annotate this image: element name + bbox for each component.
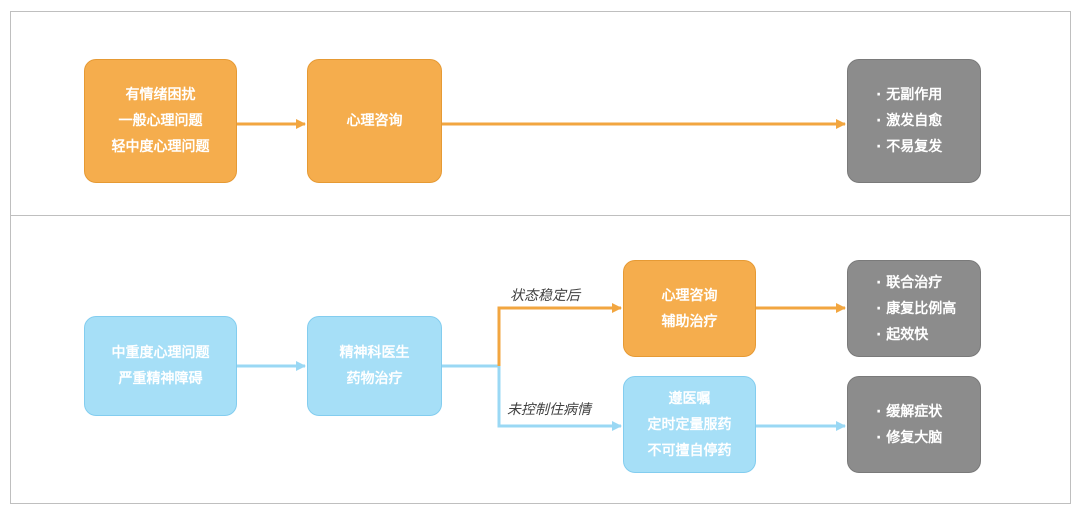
adjunct-counseling-line: 辅助治疗 <box>661 313 718 330</box>
adjunct-counseling-box: 心理咨询 辅助治疗 <box>623 260 756 357</box>
top-source-line: 有情绪困扰 <box>125 87 196 103</box>
top-outcome-box: · 无副作用 · 激发自愈 · 不易复发 <box>847 59 981 183</box>
upper-outcome-bullet: · 起效快 <box>876 326 929 343</box>
upper-outcome-box: · 联合治疗 · 康复比例高 · 起效快 <box>847 260 981 357</box>
medication-box: 遵医嘱 定时定量服药 不可擅自停药 <box>623 376 756 473</box>
bottom-source-box: 中重度心理问题 严重精神障碍 <box>84 316 237 416</box>
psychiatrist-line: 药物治疗 <box>346 371 403 387</box>
medication-line: 定时定量服药 <box>647 416 732 433</box>
psychiatrist-line: 精神科医生 <box>339 345 410 361</box>
top-outcome-bullet: · 无副作用 <box>876 87 943 103</box>
medication-line: 不可擅自停药 <box>647 442 732 459</box>
branch-upper-label: 状态稳定后 <box>510 288 580 304</box>
top-source-line: 一般心理问题 <box>118 113 203 129</box>
arrow-branch-upper <box>497 303 622 366</box>
top-outcome-bullet: · 不易复发 <box>876 139 943 155</box>
bottom-source-line: 严重精神障碍 <box>118 371 203 387</box>
arrow-branch-lower <box>497 366 622 431</box>
top-source-box: 有情绪困扰 一般心理问题 轻中度心理问题 <box>84 59 237 183</box>
top-counseling-label: 心理咨询 <box>346 113 403 129</box>
top-outcome-bullet: · 激发自愈 <box>876 113 943 129</box>
psychiatrist-box: 精神科医生 药物治疗 <box>307 316 442 416</box>
top-source-line: 轻中度心理问题 <box>111 139 210 155</box>
top-counseling-box: 心理咨询 <box>307 59 442 183</box>
branch-lower-label: 未控制住病情 <box>507 402 591 418</box>
bottom-source-line: 中重度心理问题 <box>111 345 210 361</box>
upper-outcome-bullet: · 联合治疗 <box>876 274 943 291</box>
adjunct-counseling-line: 心理咨询 <box>661 287 718 304</box>
lower-outcome-bullet: · 缓解症状 <box>876 403 943 420</box>
lower-outcome-bullet: · 修复大脑 <box>876 429 943 446</box>
upper-outcome-bullet: · 康复比例高 <box>876 300 957 317</box>
lower-outcome-box: · 缓解症状 · 修复大脑 <box>847 376 981 473</box>
medication-line: 遵医嘱 <box>668 390 711 407</box>
